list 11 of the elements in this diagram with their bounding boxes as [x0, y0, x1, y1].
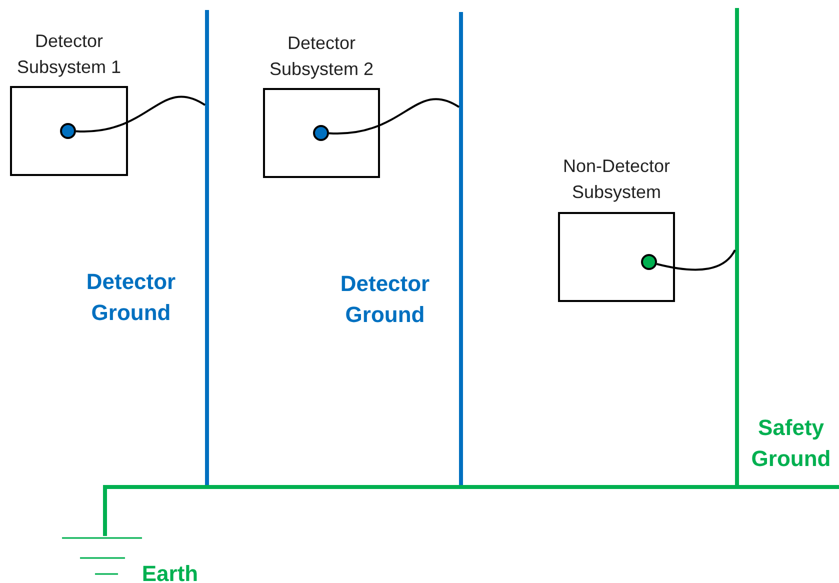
ground-label: Earth	[140, 560, 200, 583]
subsystem-heading: Non-Detector Subsystem	[562, 155, 672, 204]
subsystem-heading: Detector Subsystem 2	[268, 32, 375, 81]
ground-label: Detector Ground	[339, 270, 431, 329]
ground-wire	[76, 96, 206, 132]
ground-label: Detector Ground	[85, 268, 177, 327]
ground-wire	[329, 98, 460, 134]
earth-connection-line	[103, 489, 107, 536]
ground-wire	[656, 249, 736, 271]
subsystem-heading: Detector Subsystem 1	[16, 30, 122, 79]
ground-label: Safety Ground	[750, 414, 832, 473]
